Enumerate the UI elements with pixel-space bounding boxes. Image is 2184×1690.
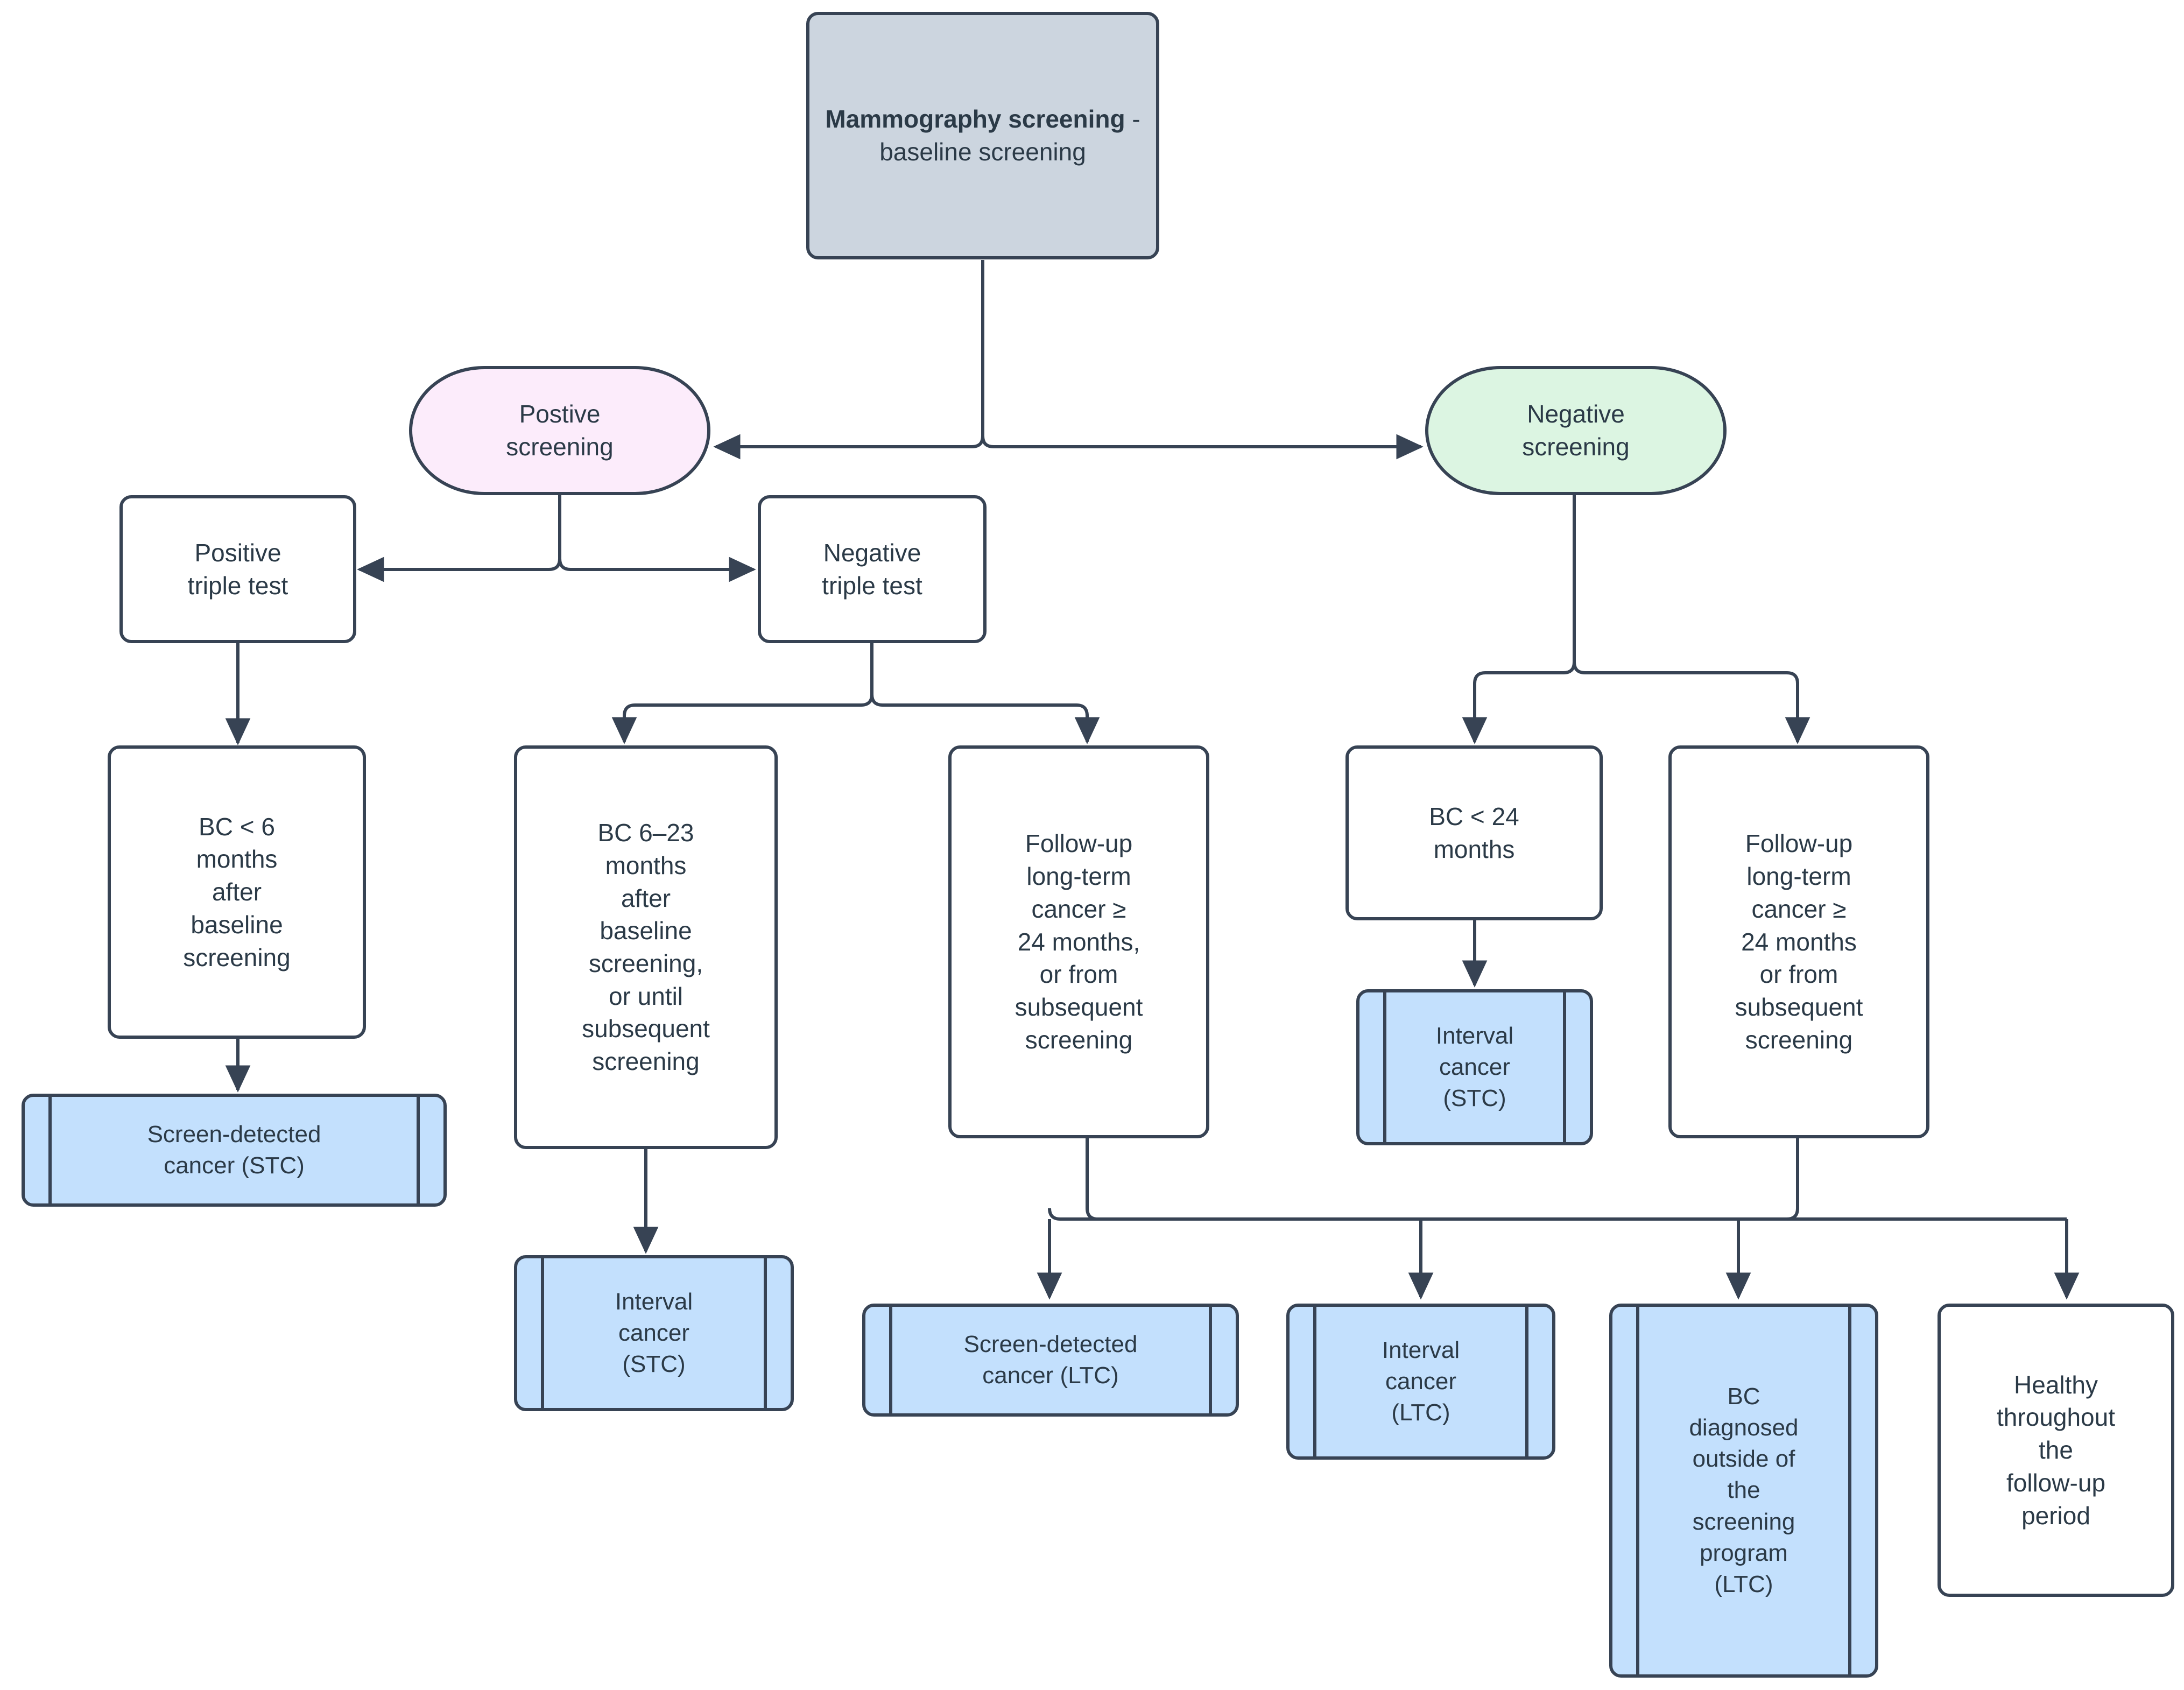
node-bc-lt-6-months-label: BC < 6 months after baseline screening: [183, 812, 291, 971]
edge-positive-to-negtriple: [558, 495, 756, 582]
node-stc-screen-detected[interactable]: Screen-detected cancer (STC): [22, 1094, 447, 1207]
node-bc-6-23-months[interactable]: BC 6–23 months after baseline screening,…: [514, 745, 778, 1149]
node-ltc-outside-program-label: BC diagnosed outside of the screening pr…: [1689, 1383, 1799, 1597]
node-followup-ltc-right[interactable]: Follow-up long-term cancer ≥ 24 months o…: [1668, 745, 1929, 1138]
edge-followup-left-to-bus: [1086, 1138, 2067, 1221]
node-healthy[interactable]: Healthy throughout the follow-up period: [1938, 1304, 2174, 1597]
node-bc-lt-24-months[interactable]: BC < 24 months: [1345, 745, 1603, 920]
node-negative-triple-test[interactable]: Negative triple test: [758, 495, 987, 643]
node-followup-ltc-left-label: Follow-up long-term cancer ≥ 24 months, …: [1014, 829, 1143, 1054]
edge-negtriple-to-followup-left: [870, 643, 1100, 744]
node-stc-interval-left[interactable]: Interval cancer (STC): [514, 1255, 794, 1411]
edge-negative-to-followup-right: [1573, 495, 1810, 744]
node-positive-screening[interactable]: Postive screening: [409, 366, 710, 495]
node-followup-ltc-right-label: Follow-up long-term cancer ≥ 24 months o…: [1735, 829, 1863, 1054]
node-ltc-interval-label: Interval cancer (LTC): [1382, 1336, 1460, 1426]
node-positive-screening-label: Postive screening: [506, 400, 614, 461]
node-positive-triple-test-label: Positive triple test: [187, 538, 288, 600]
node-bc-6-23-months-label: BC 6–23 months after baseline screening,…: [582, 819, 710, 1076]
node-stc-interval-right[interactable]: Interval cancer (STC): [1356, 989, 1593, 1145]
node-ltc-interval[interactable]: Interval cancer (LTC): [1286, 1304, 1555, 1460]
node-healthy-label: Healthy throughout the follow-up period: [1997, 1370, 2115, 1530]
node-positive-triple-test[interactable]: Positive triple test: [119, 495, 356, 643]
edge-root-to-positive: [713, 260, 984, 460]
node-root-label-rest: - baseline screening: [879, 105, 1140, 166]
node-stc-screen-detected-label: Screen-detected cancer (STC): [147, 1121, 321, 1179]
node-ltc-screen-detected[interactable]: Screen-detected cancer (LTC): [862, 1304, 1239, 1417]
edge-negative-to-bclt24: [1462, 495, 1576, 744]
edge-positive-to-postriple: [357, 495, 561, 582]
node-negative-triple-test-label: Negative triple test: [822, 538, 922, 600]
edge-root-to-negative: [981, 260, 1424, 460]
node-stc-interval-left-label: Interval cancer (STC): [615, 1288, 693, 1378]
node-bc-lt-24-months-label: BC < 24 months: [1429, 802, 1519, 863]
node-bc-lt-6-months[interactable]: BC < 6 months after baseline screening: [108, 745, 366, 1039]
edge-followup-right-to-bus: [1048, 1136, 1799, 1221]
node-negative-screening[interactable]: Negative screening: [1425, 366, 1727, 495]
node-ltc-screen-detected-label: Screen-detected cancer (LTC): [963, 1330, 1138, 1389]
node-ltc-outside-program[interactable]: BC diagnosed outside of the screening pr…: [1609, 1304, 1878, 1678]
node-root-label: Mammography screening - baseline screeni…: [809, 103, 1156, 168]
node-followup-ltc-left[interactable]: Follow-up long-term cancer ≥ 24 months, …: [948, 745, 1209, 1138]
edge-negtriple-to-bc623: [611, 643, 873, 744]
node-root[interactable]: Mammography screening - baseline screeni…: [806, 12, 1159, 259]
node-stc-interval-right-label: Interval cancer (STC): [1435, 1022, 1514, 1112]
node-root-label-bold: Mammography screening: [825, 105, 1125, 133]
node-negative-screening-label: Negative screening: [1522, 400, 1630, 461]
